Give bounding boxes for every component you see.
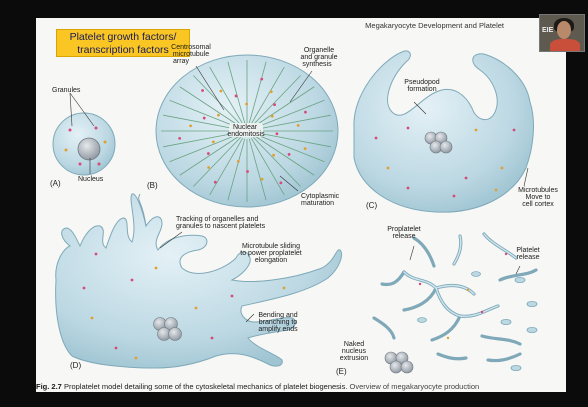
- granule: [260, 78, 263, 81]
- granule: [212, 140, 215, 143]
- label-centrosomal-2: microtubule: [173, 51, 209, 58]
- label-centrosomal-3: array: [173, 58, 189, 65]
- label-microtubules-2: Move to: [526, 194, 551, 201]
- label-pseudopod-2: formation: [407, 86, 436, 93]
- caption-extra: Overview of megakaryocyte production: [350, 382, 480, 391]
- label-naked-3: extrusion: [340, 355, 369, 362]
- granule: [245, 103, 248, 106]
- label-organelle-2: and granule: [301, 54, 338, 61]
- granule: [304, 111, 307, 114]
- granule: [279, 181, 282, 184]
- granule: [304, 147, 307, 150]
- granule: [214, 181, 217, 184]
- cell-c: [354, 51, 534, 212]
- granule: [201, 89, 204, 92]
- granule: [207, 166, 210, 169]
- label-tracking-1: Tracking of organelles and: [176, 216, 258, 223]
- label-bending-1: Bending and: [258, 312, 297, 319]
- granule: [189, 124, 192, 127]
- granule: [276, 132, 279, 135]
- label-platelet-release-1: Platelet: [516, 247, 539, 254]
- label-proplatelet-1: Proplatelet: [387, 226, 421, 233]
- label-cytoplasmic-1: Cytoplasmic: [301, 193, 340, 200]
- figure-caption: Fig. 2.7 Proplatelet model detailing som…: [36, 382, 566, 391]
- label-microtubules-3: cell cortex: [522, 201, 554, 208]
- label-proplatelet-2: release: [393, 233, 416, 240]
- granule: [288, 153, 291, 156]
- granule: [297, 124, 300, 127]
- granule: [219, 90, 222, 93]
- label-nuclear-2: endomitosis: [227, 131, 265, 138]
- label-platelet-release-2: release: [517, 254, 540, 261]
- granule: [217, 114, 220, 117]
- label-nuclear-1: Nuclear: [233, 124, 258, 131]
- label-centrosomal-1: Centrosomal: [171, 44, 211, 51]
- label-nucleus: Nucleus: [78, 176, 104, 183]
- granule: [270, 90, 273, 93]
- granule: [273, 103, 276, 106]
- panel-label-e: (E): [336, 367, 347, 376]
- slide: Megakaryocyte Development and Platelet P…: [36, 18, 566, 392]
- panel-label-a: (A): [50, 179, 61, 188]
- label-organelle-3: synthesis: [302, 61, 332, 68]
- cell-e: [374, 234, 536, 361]
- label-sliding-3: elongation: [255, 257, 287, 264]
- label-cytoplasmic-2: maturation: [301, 200, 334, 207]
- granule: [261, 178, 264, 181]
- label-sliding-1: Microtubule sliding: [242, 243, 300, 250]
- label-tracking-2: granules to nascent platelets: [176, 223, 266, 230]
- label-bending-3: amplify ends: [258, 326, 298, 333]
- label-naked-1: Naked: [344, 341, 364, 348]
- cell-a: [53, 93, 115, 175]
- presenter-shirt: [550, 39, 580, 52]
- label-pseudopod-1: Pseudopod: [404, 79, 440, 86]
- naked-nucleus: [385, 352, 413, 373]
- nucleus-a: [78, 138, 100, 160]
- label-naked-2: nucleus: [342, 348, 367, 355]
- platelet-biogenesis-diagram: Granules Nucleus (A) Nuclear endomitosis…: [36, 18, 566, 392]
- label-granules: Granules: [52, 87, 81, 94]
- granule: [237, 160, 240, 163]
- presenter-webcam: EIE: [539, 14, 585, 52]
- granule: [271, 115, 274, 118]
- granule: [235, 95, 238, 98]
- label-microtubules-1: Microtubules: [518, 187, 558, 194]
- panel-label-b: (B): [147, 181, 158, 190]
- label-organelle-1: Organelle: [304, 47, 334, 54]
- caption-text: Proplatelet model detailing some of the …: [64, 382, 348, 391]
- granule: [178, 137, 181, 140]
- granule: [246, 170, 249, 173]
- label-bending-2: branching to: [259, 319, 298, 326]
- presenter-face: [557, 21, 571, 39]
- panel-label-c: (C): [366, 201, 377, 210]
- granule: [203, 117, 206, 120]
- caption-fig-number: Fig. 2.7: [36, 382, 62, 391]
- panel-label-d: (D): [70, 361, 81, 370]
- granule: [272, 154, 275, 157]
- granule: [207, 152, 210, 155]
- label-sliding-2: to power proplatelet: [240, 250, 302, 257]
- webcam-tag: EIE: [542, 27, 553, 34]
